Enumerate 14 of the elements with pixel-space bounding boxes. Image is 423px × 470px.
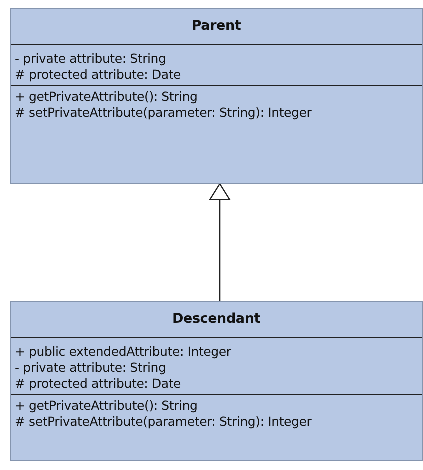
class-box xyxy=(10,301,423,461)
attribute-text: # protected attribute: Date xyxy=(15,67,182,82)
class-name: Parent xyxy=(190,19,242,34)
attribute-text: - private attribute: String xyxy=(15,360,166,375)
inheritance-arrow xyxy=(209,183,231,301)
class-name: Descendant xyxy=(171,312,262,327)
attribute-text: # protected attribute: Date xyxy=(15,376,182,391)
class-box xyxy=(10,8,423,184)
attribute-text: + public extendedAttribute: Integer xyxy=(15,344,232,359)
method-text: # setPrivateAttribute(parameter: String): Integer xyxy=(15,105,312,120)
method-text: + getPrivateAttribute(): String xyxy=(15,89,198,104)
method-text: # setPrivateAttribute(parameter: String): Integer xyxy=(15,414,312,429)
method-text: + getPrivateAttribute(): String xyxy=(15,398,198,413)
attribute-text: - private attribute: String xyxy=(15,51,166,66)
